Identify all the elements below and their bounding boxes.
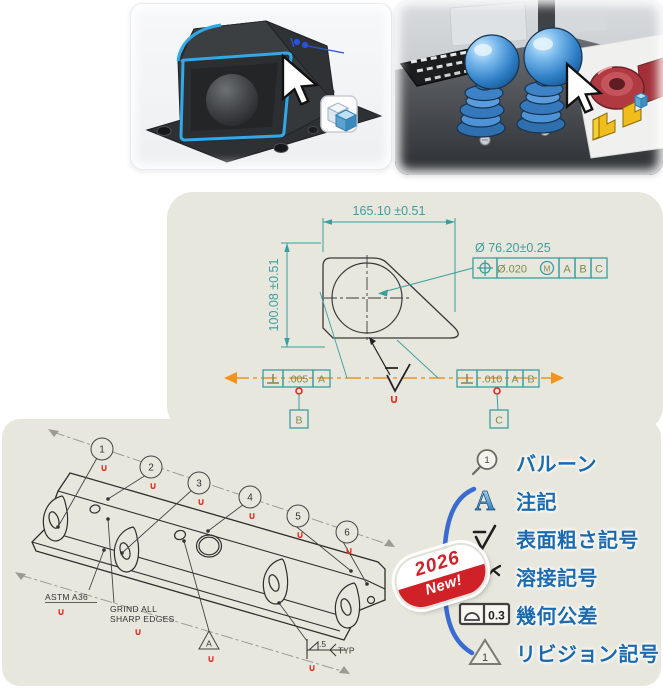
- right-fcf: .010 A B C: [456, 369, 540, 429]
- legend-label: バルーン: [516, 453, 597, 476]
- change-marker: ∪: [57, 607, 65, 618]
- part-outline: [322, 255, 459, 343]
- perpendicularity-symbol-icon: [461, 374, 473, 384]
- attach-point-marker: [295, 387, 303, 395]
- svg-text:A: A: [475, 486, 496, 516]
- change-marker: ∪: [345, 546, 353, 557]
- note-icon: A: [454, 484, 516, 516]
- svg-text:B: B: [579, 264, 586, 276]
- joystick-left: [456, 34, 520, 138]
- render-edge-selection-card: [130, 3, 392, 170]
- material-note: ASTM A36 ∪: [45, 548, 106, 618]
- revision-symbol-icon: 1: [454, 637, 516, 667]
- change-marker: ∪: [389, 392, 399, 406]
- change-marker: ∪: [207, 654, 215, 665]
- modifier-circle-icon: [539, 260, 555, 276]
- cursor-icon: [565, 61, 604, 114]
- attach-point-marker: [493, 387, 501, 395]
- legend-label: 溶接記号: [516, 567, 598, 590]
- svg-text:TYP: TYP: [338, 646, 355, 656]
- lifting-lugs: [42, 495, 361, 629]
- drawing-2d-card: 165.10 ±0.51 100.08 ±0.51 Ø 76.20±0.25: [167, 192, 663, 432]
- speaker-sphere: [206, 74, 258, 126]
- svg-text:.005: .005: [288, 374, 309, 386]
- change-marker: ∪: [248, 511, 256, 522]
- svg-text:.5: .5: [319, 639, 326, 649]
- svg-text:ASTM A36: ASTM A36: [45, 592, 88, 602]
- surface-finish-icon: [454, 523, 516, 553]
- gdt-drawing: 165.10 ±0.51 100.08 ±0.51 Ø 76.20±0.25: [224, 204, 608, 429]
- position-fcf: Ø 76.20±0.25 Ø.020 M A B C: [378, 241, 608, 297]
- change-marker: ∪: [197, 497, 205, 508]
- legend-label: リビジョン記号: [516, 643, 660, 666]
- fcf-connector-lines: [319, 291, 439, 379]
- change-marker: ∪: [308, 663, 316, 674]
- centerlines: [15, 429, 395, 674]
- svg-text:SHARP EDGES: SHARP EDGES: [110, 614, 175, 624]
- svg-text:3: 3: [196, 479, 202, 490]
- change-marker: ∪: [149, 481, 157, 492]
- change-marker: ∪: [134, 627, 142, 638]
- modifier-m-text: M: [544, 265, 551, 274]
- dim-width: 165.10 ±0.51: [322, 204, 456, 312]
- svg-text:.010: .010: [482, 374, 503, 386]
- svg-text:B: B: [527, 374, 534, 386]
- balloons: 1 ∪ 2 ∪ 3 ∪ 4 ∪ 5 ∪ 6 ∪: [90, 437, 359, 557]
- weld-symbol: .5 TYP ∪: [277, 601, 355, 674]
- balloon-leaders: [56, 457, 369, 586]
- dim-width-text: 165.10 ±0.51: [353, 204, 426, 218]
- svg-text:4: 4: [247, 493, 253, 504]
- legend-label: 表面粗さ記号: [516, 529, 639, 552]
- geometric-tolerance-icon: 0.3: [454, 598, 516, 630]
- svg-text:5: 5: [295, 512, 301, 523]
- balloon-icon: 1: [454, 447, 516, 477]
- solid-bodies-icon: [592, 92, 649, 141]
- legend-item-revision: 1 リビジョン記号: [454, 633, 660, 671]
- iso-drawing: 1 ∪ 2 ∪ 3 ∪ 4 ∪ 5 ∪ 6 ∪ ASTM A36: [15, 429, 395, 674]
- orange-centerline: [224, 372, 564, 384]
- render-joystick-card: [395, 0, 663, 175]
- svg-text:A: A: [563, 264, 571, 276]
- svg-text:6: 6: [344, 528, 350, 539]
- dim-height-text: 100.08 ±0.51: [267, 259, 281, 332]
- grind-note: GRIND ALL SHARP EDGES ∪: [106, 517, 174, 638]
- drawing-iso-card: 1 ∪ 2 ∪ 3 ∪ 4 ∪ 5 ∪ 6 ∪ ASTM A36: [2, 419, 661, 686]
- datum-tag-b: B: [295, 415, 302, 427]
- legend-item-note: A 注記: [454, 481, 660, 519]
- perpendicularity-symbol-icon: [267, 374, 279, 384]
- svg-text:1: 1: [484, 455, 489, 466]
- svg-text:1: 1: [99, 445, 105, 456]
- joystick-render: [395, 0, 663, 175]
- legend-item-balloon: 1 バルーン: [454, 443, 660, 481]
- svg-text:A: A: [318, 374, 325, 386]
- legend-item-geometric-tolerance: 0.3 幾何公差: [454, 595, 660, 633]
- svg-text:1: 1: [482, 652, 488, 664]
- legend-label: 幾何公差: [516, 605, 598, 628]
- legend-item-surface-finish: 表面粗さ記号: [454, 519, 660, 557]
- svg-text:0.3: 0.3: [488, 609, 505, 623]
- highlighted-top-edge: [176, 23, 222, 62]
- svg-text:GRIND ALL: GRIND ALL: [110, 604, 157, 614]
- position-tolerance-text: Ø.020: [497, 264, 527, 276]
- revision-symbol: A ∪: [182, 539, 220, 665]
- dim-height: 100.08 ±0.51: [267, 242, 325, 348]
- cursor-icon: [281, 53, 320, 106]
- edge-callout: [290, 37, 345, 54]
- svg-text:A: A: [511, 374, 518, 386]
- speaker-enclosure: [176, 20, 336, 143]
- change-marker: ∪: [296, 530, 304, 541]
- left-fcf: .005 A B: [262, 369, 331, 429]
- solid-body-icon: [320, 95, 358, 133]
- change-marker: ∪: [100, 463, 108, 474]
- datum-tag-c: C: [495, 415, 503, 427]
- face-holes: [89, 504, 376, 605]
- legend-label: 注記: [516, 491, 557, 514]
- surface-finish-symbol: ∪: [369, 337, 411, 406]
- svg-text:2: 2: [148, 463, 154, 474]
- speaker-box-render: [145, 20, 383, 163]
- svg-text:A: A: [206, 639, 212, 649]
- svg-text:C: C: [595, 264, 603, 276]
- hole-callout-text: Ø 76.20±0.25: [475, 241, 551, 255]
